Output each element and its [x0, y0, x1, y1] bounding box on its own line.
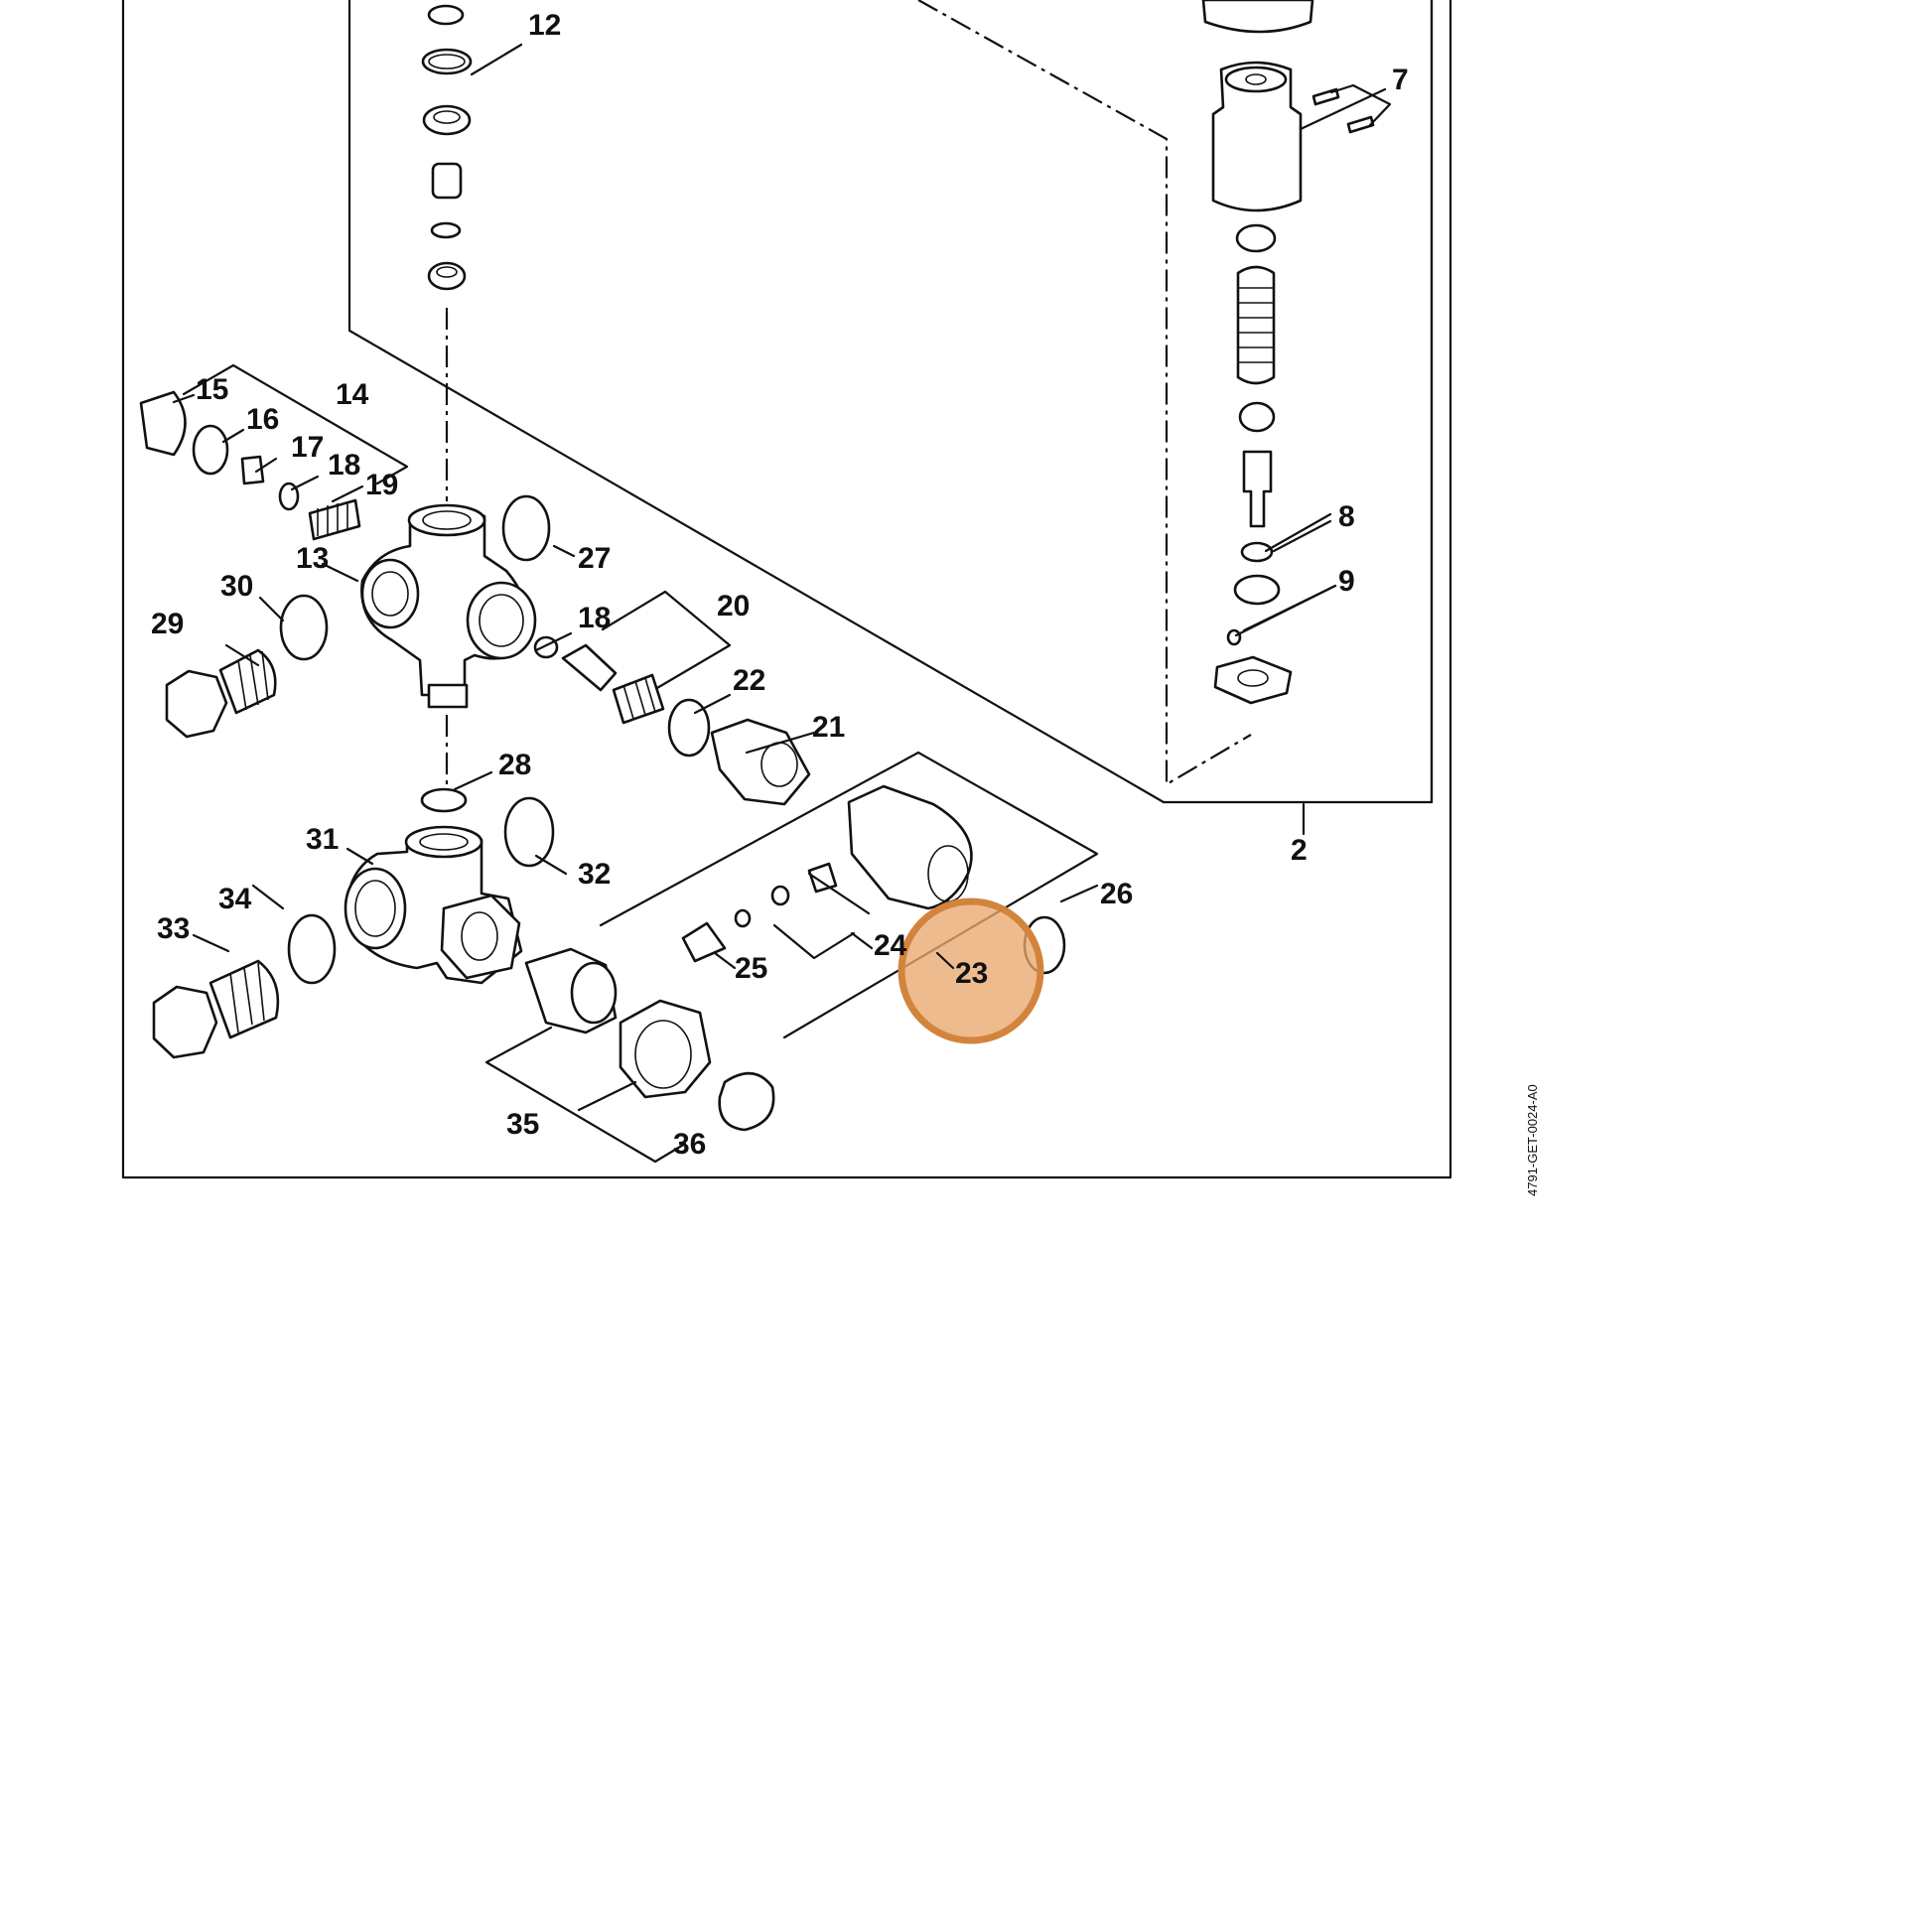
callout-16: 16 — [246, 403, 279, 436]
banjo-bolt-upper-part — [165, 594, 329, 739]
callout-35: 35 — [506, 1108, 539, 1141]
banjo-bolt-lower-part — [152, 913, 337, 1059]
bracket-group-14-19 — [139, 363, 409, 541]
callout-21: 21 — [812, 711, 845, 744]
callout-24: 24 — [874, 929, 907, 962]
valve-parts-20-22 — [533, 590, 811, 806]
callout-32: 32 — [578, 858, 611, 891]
callout-29: 29 — [151, 608, 184, 640]
upper-tee-fitting-part — [360, 494, 551, 784]
highlight-marker[interactable] — [897, 897, 1044, 1044]
check-valve-group-23-26 — [599, 751, 1099, 1039]
callout-31: 31 — [306, 823, 339, 856]
callout-36: 36 — [673, 1128, 706, 1161]
callout-27: 27 — [578, 542, 611, 575]
callout-25: 25 — [735, 952, 767, 985]
callout-7: 7 — [1392, 64, 1409, 96]
callout-2: 2 — [1291, 834, 1308, 867]
callout-14: 14 — [336, 378, 369, 411]
callout-8: 8 — [1338, 500, 1355, 533]
callout-19: 19 — [365, 469, 398, 501]
nozzle-parts-35-36 — [484, 947, 775, 1164]
callout-23: 23 — [955, 957, 988, 990]
callout-13: 13 — [296, 542, 329, 575]
callout-30: 30 — [220, 570, 253, 603]
callout-20: 20 — [717, 590, 750, 622]
callout-15: 15 — [196, 373, 228, 406]
callout-26: 26 — [1100, 878, 1133, 910]
leader-lines — [172, 43, 1387, 970]
callout-28: 28 — [498, 749, 531, 781]
diagram-frame — [121, 0, 1452, 1179]
pressure-valve-part — [1201, 0, 1392, 705]
callout-33: 33 — [157, 912, 190, 945]
callout-12: 12 — [528, 9, 561, 42]
callout-17: 17 — [291, 431, 324, 464]
callout-22: 22 — [733, 664, 765, 697]
lower-tee-fitting-part — [344, 787, 555, 985]
callout-18-upper: 18 — [328, 449, 360, 482]
drawing-code: 4791-GET-0024-A0 — [1525, 1084, 1540, 1196]
callout-18-lower: 18 — [578, 602, 611, 634]
callout-9: 9 — [1338, 565, 1355, 598]
callout-34: 34 — [218, 883, 252, 915]
callout-labels: 12 7 8 9 2 15 14 16 17 18 19 13 27 30 29… — [151, 9, 1409, 1161]
seal-stack-part — [421, 4, 473, 501]
